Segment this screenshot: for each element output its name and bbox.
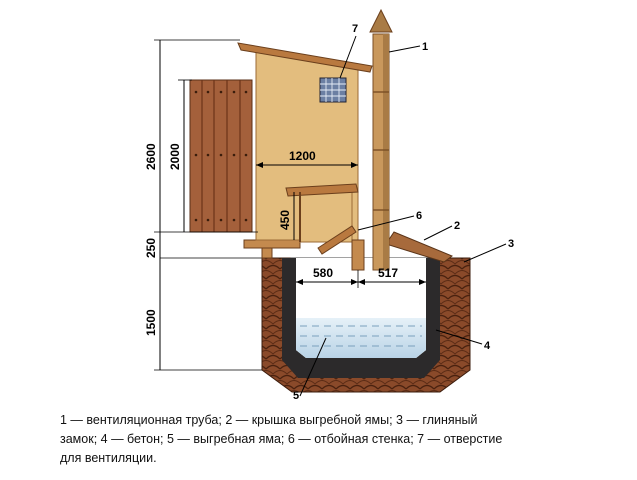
dim-580: 580 xyxy=(313,266,333,280)
callout-4: 4 xyxy=(484,340,491,352)
callout-6: 6 xyxy=(416,210,422,222)
callout-1: 1 xyxy=(422,41,428,53)
callout-line-7 xyxy=(339,35,357,79)
support-post xyxy=(351,239,365,271)
arrow xyxy=(351,279,358,285)
roof xyxy=(237,42,373,73)
callout-line-1 xyxy=(388,45,421,53)
arrow xyxy=(296,279,303,285)
callout-3: 3 xyxy=(508,238,514,250)
caption-line-3: для вентиляции. xyxy=(60,451,157,465)
callout-line-5 xyxy=(299,337,327,397)
dim-450: 450 xyxy=(278,210,292,230)
callout-line-3 xyxy=(463,243,507,263)
foundation-beam xyxy=(243,239,301,249)
arrow xyxy=(419,279,426,285)
vent-grille xyxy=(319,77,347,103)
dim-2600: 2600 xyxy=(144,143,158,170)
arrow xyxy=(351,162,358,168)
pipe-cap xyxy=(369,8,393,33)
concrete-wall xyxy=(282,258,440,378)
pit-lid xyxy=(385,231,454,263)
foundation-post xyxy=(261,247,273,259)
callout-7: 7 xyxy=(352,23,358,35)
caption-line-1: 1 — вентиляционная труба; 2 — крышка выг… xyxy=(60,413,478,427)
dim-1200: 1200 xyxy=(289,149,316,163)
dim-517: 517 xyxy=(378,266,398,280)
splash-wall xyxy=(317,225,357,255)
dim-1500: 1500 xyxy=(144,309,158,336)
seat-top xyxy=(285,183,359,197)
arrow xyxy=(358,279,365,285)
vent-pipe-shade xyxy=(383,34,389,270)
arrow xyxy=(256,162,263,168)
callout-line-6 xyxy=(357,215,415,231)
door-planks xyxy=(201,80,241,232)
dim-2000: 2000 xyxy=(168,143,182,170)
callout-2: 2 xyxy=(454,220,460,232)
outhouse-diagram: 2600 2000 250 1500 1200 450 580 517 1 7 … xyxy=(144,8,514,400)
door-nails xyxy=(194,90,248,222)
pipe-clamps xyxy=(373,91,389,211)
caption-line-2: замок; 4 — бетон; 5 — выгребная яма; 6 —… xyxy=(60,432,503,446)
callout-line-2 xyxy=(423,225,453,241)
callout-line-4 xyxy=(435,329,483,345)
dim-250: 250 xyxy=(144,238,158,258)
legend-caption: 1 — вентиляционная труба; 2 — крышка выг… xyxy=(60,411,600,468)
pit-water xyxy=(296,318,426,358)
callout-5: 5 xyxy=(293,390,299,400)
